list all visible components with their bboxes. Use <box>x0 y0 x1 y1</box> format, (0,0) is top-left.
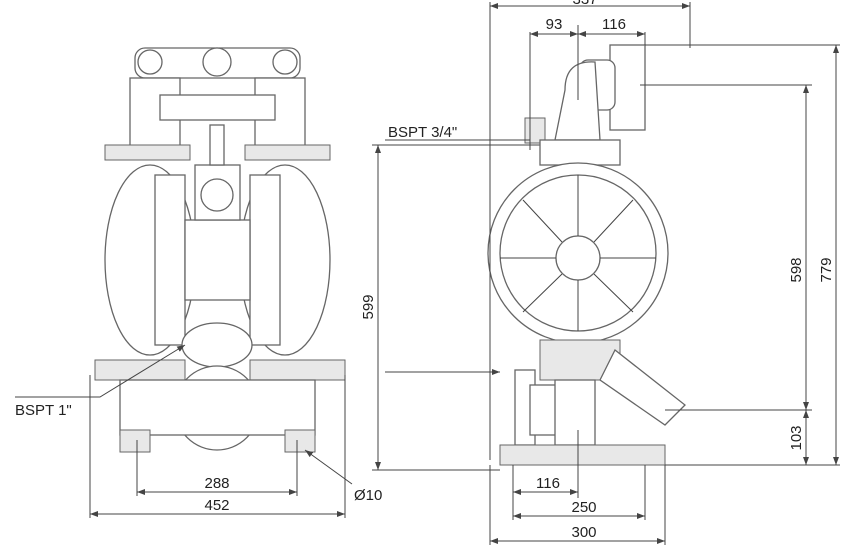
dim-inlet-height: 103 <box>788 425 805 450</box>
dim-base-width: 300 <box>571 524 596 541</box>
front-view-pump <box>94 47 346 453</box>
label-air-inlet-thread: BSPT 3/4" <box>388 124 457 141</box>
dim-foot-spacing: 288 <box>204 475 229 492</box>
side-view-pump <box>487 44 686 466</box>
dim-overall-width: 452 <box>204 497 229 514</box>
label-hole-diameter: Ø10 <box>354 487 382 504</box>
dim-height: 599 <box>360 294 377 319</box>
dim-outlet-height: 598 <box>788 257 805 282</box>
dim-top-overall: 337 <box>572 0 597 8</box>
dim-left-offset: 93 <box>546 16 563 33</box>
dim-right-offset: 116 <box>602 16 626 33</box>
dim-base-hole-spacing: 250 <box>571 499 596 516</box>
dim-base-offset: 116 <box>536 475 560 492</box>
dim-overall-height: 779 <box>818 257 835 282</box>
side-view-dimensions <box>385 2 840 545</box>
label-inlet-thread: BSPT 1" <box>15 402 72 419</box>
